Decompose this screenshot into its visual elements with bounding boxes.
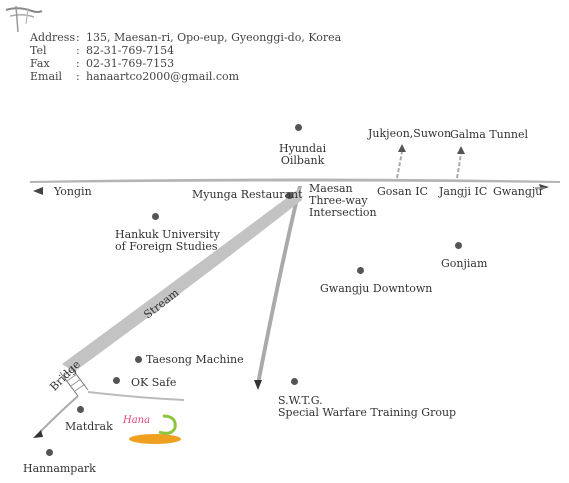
tel-value: 82-31-769-7154	[86, 44, 175, 57]
gonjiam-dot	[455, 242, 462, 249]
email-row: Email : hanaartco2000@gmail.com	[30, 70, 341, 83]
label-taesong: Taesong Machine	[146, 353, 244, 366]
label-gosan: Gosan IC	[377, 185, 428, 198]
tel-row: Tel : 82-31-769-7154	[30, 44, 341, 57]
label-gwangju: Gwangju	[493, 185, 543, 198]
main-highway	[30, 178, 560, 183]
oksafe-road	[87, 391, 185, 401]
swtg-arrow	[254, 380, 262, 390]
tel-label: Tel	[30, 44, 47, 57]
label-gonjiam: Gonjiam	[441, 257, 488, 270]
contact-info: Address : 135, Maesan-ri, Opo-eup, Gyeon…	[30, 31, 341, 83]
label-maesan: Maesan Three-way Intersection	[309, 182, 377, 219]
yongin-arrow	[33, 187, 43, 195]
label-hankuk: Hankuk University of Foreign Studies	[115, 228, 220, 253]
address-value: 135, Maesan-ri, Opo-eup, Gyeonggi-do, Ko…	[86, 31, 342, 44]
bridge-mark	[59, 365, 89, 397]
label-swtg: S.W.T.G. Special Warfare Training Group	[278, 394, 457, 419]
taesong-dot	[135, 356, 142, 363]
galma-branch	[456, 153, 462, 179]
hankuk-dot	[152, 213, 159, 220]
hana-logo-graphic	[129, 414, 181, 444]
label-myunga: Myunga Restaurant	[192, 188, 303, 201]
jukjeon-branch	[396, 151, 403, 179]
fax-label: Fax	[30, 57, 50, 70]
email-value: hanaartco2000@gmail.com	[86, 70, 240, 83]
hana-logo: Hana	[119, 408, 185, 448]
fax-sep: :	[76, 57, 80, 70]
oksafe-dot	[113, 377, 120, 384]
myunga-dot	[286, 192, 293, 199]
label-jangji: Jangji IC	[439, 185, 488, 198]
hannampark-dot	[46, 449, 53, 456]
label-hannampark: Hannampark	[23, 462, 96, 475]
label-oksafe: OK Safe	[131, 376, 177, 389]
label-galma: Galma Tunnel	[450, 128, 528, 141]
gwangju-downtown-dot	[357, 267, 364, 274]
address-sep: :	[76, 31, 80, 44]
hannampark-arrow	[33, 430, 43, 438]
swtg-road	[256, 186, 302, 384]
address-label: Address	[30, 31, 76, 44]
logo-mark	[5, 5, 43, 33]
label-gwangju-downtown: Gwangju Downtown	[320, 282, 433, 295]
hana-logo-text: Hana	[123, 415, 151, 426]
fax-row: Fax : 02-31-769-7153	[30, 57, 341, 70]
label-jukjeon: Jukjeon,Suwon	[368, 127, 452, 140]
stream-road	[62, 188, 302, 372]
email-label: Email	[30, 70, 63, 83]
label-hyundai: Hyundai Oilbank	[279, 142, 327, 167]
tel-sep: :	[76, 44, 80, 57]
matdrak-dot	[77, 406, 84, 413]
swtg-dot	[291, 378, 298, 385]
email-sep: :	[76, 70, 80, 83]
label-yongin: Yongin	[54, 185, 92, 198]
hannampark-road	[39, 395, 79, 433]
fax-value: 02-31-769-7153	[86, 57, 175, 70]
address-row: Address : 135, Maesan-ri, Opo-eup, Gyeon…	[30, 31, 341, 44]
hyundai-dot	[295, 124, 302, 131]
label-matdrak: Matdrak	[65, 420, 113, 433]
galma-arrow	[457, 146, 465, 154]
jukjeon-arrow	[398, 144, 406, 152]
